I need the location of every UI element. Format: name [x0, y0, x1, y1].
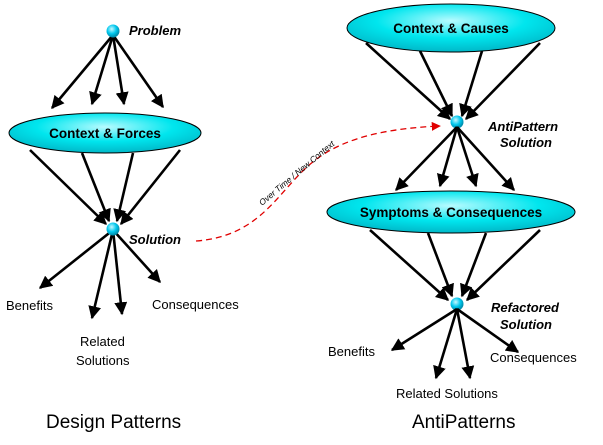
context-to-solution-arrows	[29, 149, 182, 226]
refactored-to-outcome-arrows	[390, 307, 520, 380]
antipattern-diagram: Context & Causes AntiPattern Solution Sy…	[326, 3, 577, 433]
problem-label: Problem	[129, 23, 181, 38]
transition-label: Over Time / New Context	[257, 138, 337, 207]
symptoms-to-refactored-arrows	[369, 229, 541, 301]
benefits-label: Benefits	[6, 298, 53, 313]
ap-consequences-label: Consequences	[490, 350, 577, 365]
context-forces-label: Context & Forces	[49, 126, 161, 141]
antipatterns-caption: AntiPatterns	[412, 412, 516, 433]
antipattern-solution-label-line1: AntiPattern	[487, 119, 558, 134]
antipattern-solution-node	[450, 115, 464, 129]
design-pattern-diagram: Context & Forces Problem Solution Benefi…	[6, 23, 239, 433]
symptoms-consequences-label: Symptoms & Consequences	[360, 205, 542, 220]
context-causes-label: Context & Causes	[393, 21, 509, 36]
solution-label: Solution	[129, 232, 181, 247]
solution-node	[106, 222, 120, 236]
refactored-solution-node	[450, 297, 464, 311]
antipattern-to-symptoms-arrows	[395, 126, 515, 191]
ap-related-solutions-label: Related Solutions	[396, 386, 498, 401]
related-solutions-label-line1: Related	[80, 334, 125, 349]
refactored-solution-label-line2: Solution	[500, 317, 552, 332]
context-forces-ellipse	[8, 112, 202, 154]
consequences-label: Consequences	[152, 297, 239, 312]
related-solutions-label-line2: Solutions	[76, 353, 130, 368]
design-patterns-caption: Design Patterns	[46, 412, 181, 433]
symptoms-consequences-ellipse	[326, 190, 576, 234]
problem-node	[106, 24, 120, 38]
context-causes-ellipse	[346, 3, 556, 53]
antipattern-solution-label-line2: Solution	[500, 135, 552, 150]
problem-to-context-arrows	[51, 34, 165, 109]
ap-benefits-label: Benefits	[328, 344, 375, 359]
refactored-solution-label-line1: Refactored	[491, 300, 560, 315]
causes-to-antipattern-arrows	[365, 42, 541, 120]
solution-to-outcome-arrows	[38, 228, 161, 320]
